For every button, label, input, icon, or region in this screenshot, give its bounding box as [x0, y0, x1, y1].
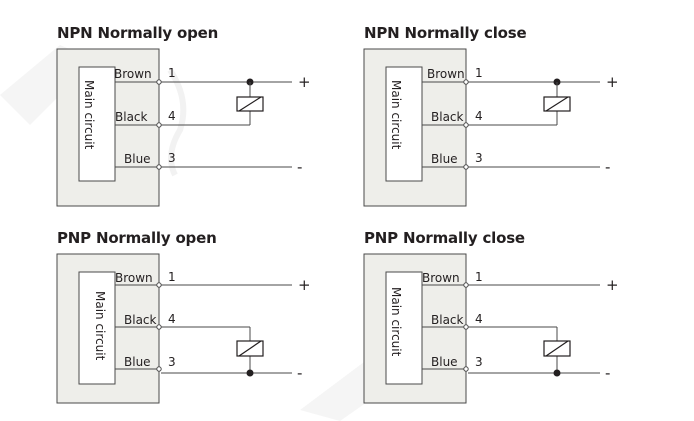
positive-sign: +: [606, 73, 619, 91]
negative-sign: -: [605, 364, 610, 382]
wire-label-blue: Blue: [124, 152, 151, 166]
main-circuit-box: [78, 66, 116, 182]
terminal-brown: [463, 79, 469, 85]
diagram-pnp-normally-close: PNP Normally close Main circuit Brown Bl…: [363, 229, 654, 419]
terminal-black: [156, 324, 162, 330]
pin-number-1: 1: [168, 270, 176, 284]
terminal-blue: [463, 366, 469, 372]
main-circuit-box: [78, 271, 116, 385]
terminal-brown: [463, 282, 469, 288]
diagram-npn-normally-open: NPN Normally open Main circuit Brown Bla…: [56, 24, 347, 214]
pnp-close-schematic: Main circuit Brown Black Blue 1 4 3 + -: [363, 253, 619, 404]
wire-label-blue: Blue: [431, 152, 458, 166]
wire-label-brown: Brown: [422, 271, 460, 285]
main-circuit-label: Main circuit: [93, 291, 107, 361]
positive-sign: +: [606, 276, 619, 294]
wire-label-brown: Brown: [427, 67, 465, 81]
diagram-title: PNP Normally close: [364, 229, 525, 247]
pin-number-4: 4: [475, 109, 483, 123]
diagram-pnp-normally-open: PNP Normally open Main circuit Brown Bla…: [56, 229, 347, 419]
pin-number-1: 1: [168, 66, 176, 80]
relay-diagonal: [238, 96, 262, 112]
wire-label-brown: Brown: [114, 67, 152, 81]
negative-sign: -: [605, 158, 610, 176]
pin-number-3: 3: [475, 151, 483, 165]
main-circuit-box: [385, 66, 423, 182]
terminal-blue: [156, 164, 162, 170]
pin-number-4: 4: [168, 109, 176, 123]
wire-label-black: Black: [115, 110, 148, 124]
relay-diagonal: [545, 340, 569, 357]
terminal-brown: [156, 79, 162, 85]
terminal-black: [156, 122, 162, 128]
diagram-npn-normally-close: NPN Normally close Main circuit Brown Bl…: [363, 24, 654, 214]
pin-number-3: 3: [475, 355, 483, 369]
junction-dot: [246, 369, 254, 377]
wire-label-brown: Brown: [115, 271, 153, 285]
wire-label-black: Black: [431, 313, 464, 327]
terminal-blue: [156, 366, 162, 372]
pin-number-1: 1: [475, 270, 483, 284]
positive-sign: +: [298, 73, 311, 91]
wire-label-black: Black: [124, 313, 157, 327]
diagram-title: NPN Normally close: [364, 24, 527, 42]
main-circuit-box: [385, 271, 423, 385]
terminal-black: [463, 324, 469, 330]
diagram-title: PNP Normally open: [57, 229, 217, 247]
positive-sign: +: [298, 276, 311, 294]
wire-label-blue: Blue: [124, 355, 151, 369]
pin-number-1: 1: [475, 66, 483, 80]
terminal-brown: [156, 282, 162, 288]
main-circuit-label: Main circuit: [389, 287, 403, 357]
pnp-open-schematic: Main circuit Brown Black Blue 1 4 3 + -: [56, 253, 311, 404]
negative-sign: -: [297, 364, 302, 382]
relay-diagonal: [238, 340, 262, 357]
junction-dot: [553, 369, 561, 377]
main-circuit-label: Main circuit: [389, 80, 403, 150]
wire-label-blue: Blue: [431, 355, 458, 369]
relay-diagonal: [545, 96, 569, 112]
pin-number-3: 3: [168, 151, 176, 165]
pin-number-3: 3: [168, 355, 176, 369]
pin-number-4: 4: [168, 312, 176, 326]
npn-open-schematic: Main circuit Brown Black Blue 1 4 3 + -: [56, 48, 311, 207]
npn-close-schematic: Main circuit Brown Black Blue 1 4 3 + -: [363, 48, 619, 207]
pin-number-4: 4: [475, 312, 483, 326]
negative-sign: -: [297, 158, 302, 176]
terminal-black: [463, 122, 469, 128]
terminal-blue: [463, 164, 469, 170]
wire-label-black: Black: [431, 110, 464, 124]
diagram-title: NPN Normally open: [57, 24, 219, 42]
main-circuit-label: Main circuit: [82, 80, 96, 150]
